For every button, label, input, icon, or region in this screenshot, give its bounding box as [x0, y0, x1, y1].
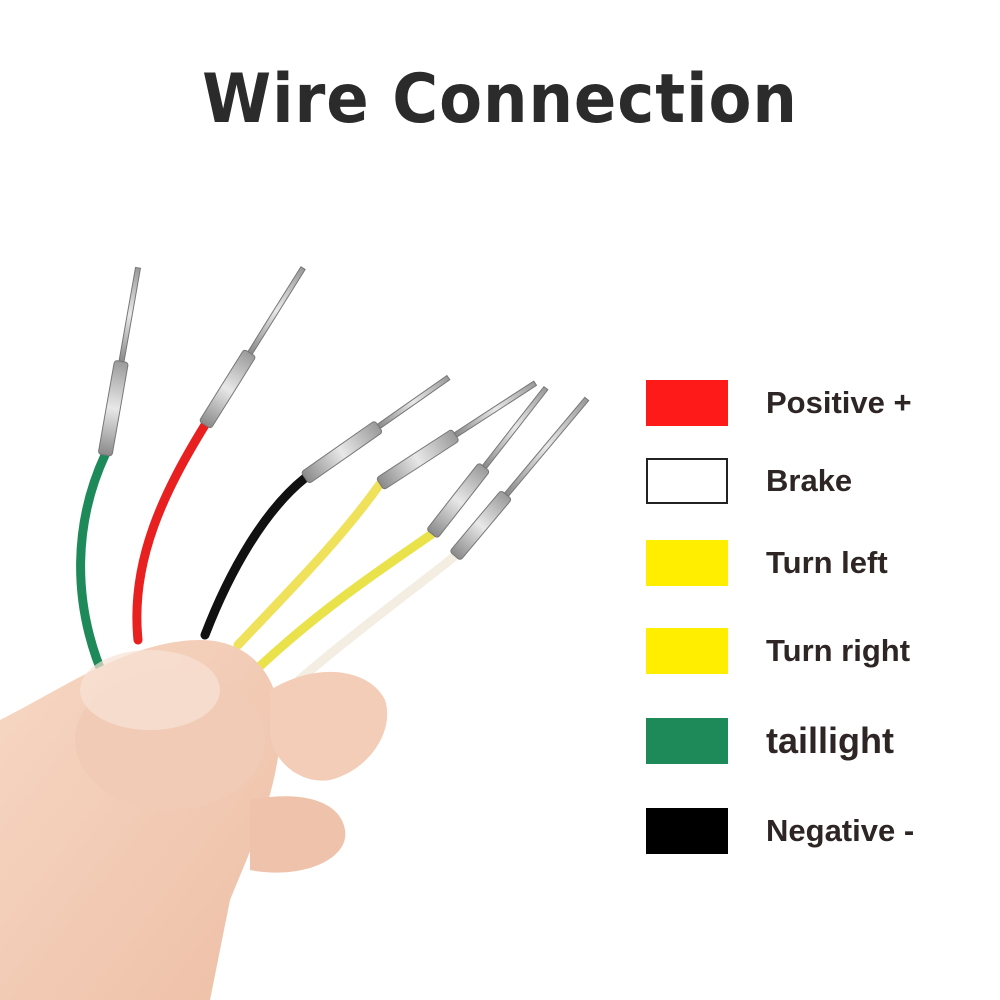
wire-black — [200, 473, 310, 640]
wire-bundle-illustration — [0, 266, 590, 1000]
page-title: Wire Connection — [202, 60, 798, 139]
legend-item-brake: Brake — [646, 456, 852, 506]
terminal-pins — [98, 266, 590, 560]
legend-label: taillight — [766, 720, 894, 761]
legend-label: Turn left — [766, 545, 888, 580]
legend-swatch — [646, 808, 728, 854]
wire-yellow-1 — [233, 479, 385, 650]
wire-red — [132, 420, 210, 645]
legend-item-turn-right: Turn right — [646, 626, 910, 676]
legend-swatch — [646, 540, 728, 586]
legend-item-negative: Negative - — [646, 806, 914, 856]
legend-label: Negative - — [766, 813, 915, 848]
legend-item-positive: Positive + — [646, 378, 912, 428]
legend-swatch — [646, 458, 728, 504]
legend-item-taillight: taillight — [646, 716, 894, 766]
hand-holding-wires — [0, 640, 388, 1000]
legend-item-turn-left: Turn left — [646, 538, 888, 588]
legend-label: Brake — [766, 463, 853, 498]
legend-swatch — [646, 718, 728, 764]
wire-green — [76, 450, 110, 685]
legend-label: Positive + — [766, 385, 912, 420]
wire-yellow-2 — [253, 529, 437, 673]
legend-swatch — [646, 380, 728, 426]
legend-swatch — [646, 628, 728, 674]
legend-label: Turn right — [766, 633, 911, 668]
